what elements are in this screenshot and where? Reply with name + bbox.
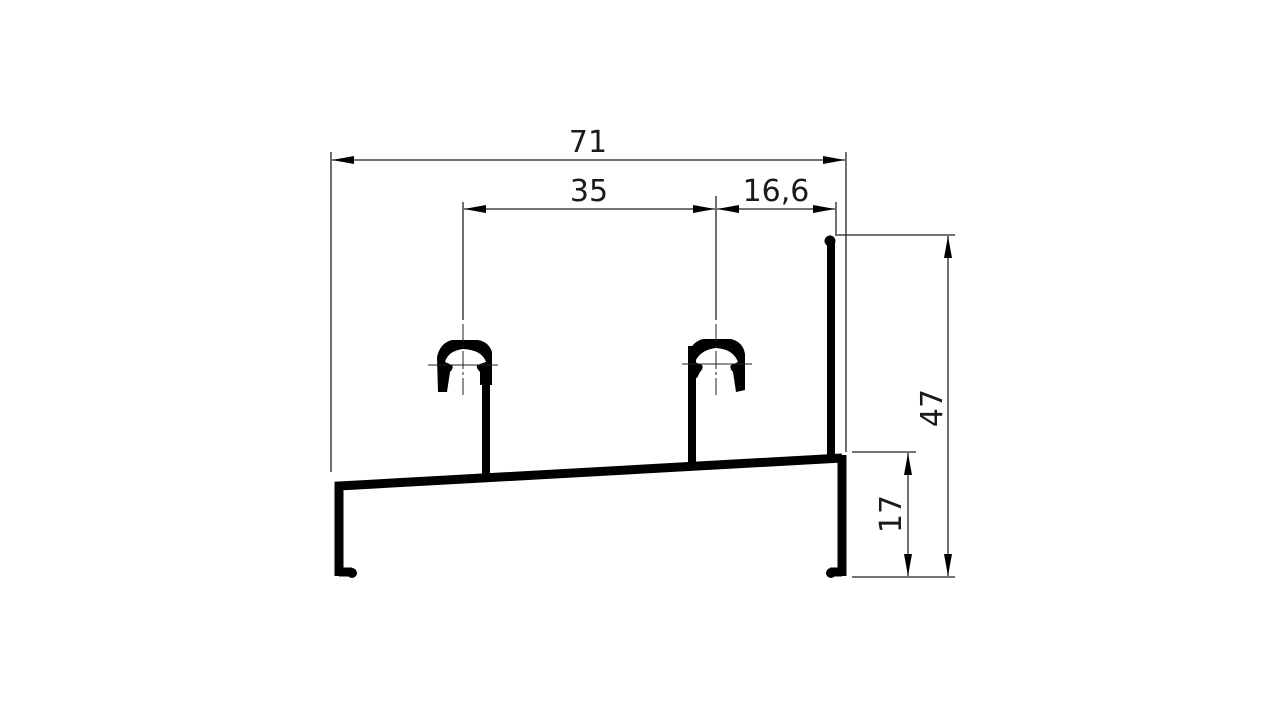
profile-upstand-tip (824, 235, 836, 247)
profile-base-left-leg (334, 453, 843, 576)
dimension-lower-height: 17 (852, 451, 916, 576)
dimension-label-71: 71 (569, 125, 607, 160)
profile-right-foot-tip (826, 568, 836, 578)
dimension-overall-height: 47 (837, 234, 955, 578)
dimension-label-35: 35 (570, 174, 608, 209)
dimension-clip-spacing: 35 (462, 174, 717, 320)
aluminium-profile (334, 235, 847, 578)
profile-left-foot-tip (347, 568, 357, 578)
dimension-label-47: 47 (915, 389, 950, 427)
clip-head-right (688, 339, 745, 392)
dimension-label-17: 17 (874, 495, 909, 533)
dimension-clip-to-edge: 16,6 (717, 174, 837, 236)
dimension-overall-width: 71 (330, 125, 847, 472)
clip-head-left (437, 340, 492, 392)
dimension-label-16-6: 16,6 (743, 174, 810, 209)
